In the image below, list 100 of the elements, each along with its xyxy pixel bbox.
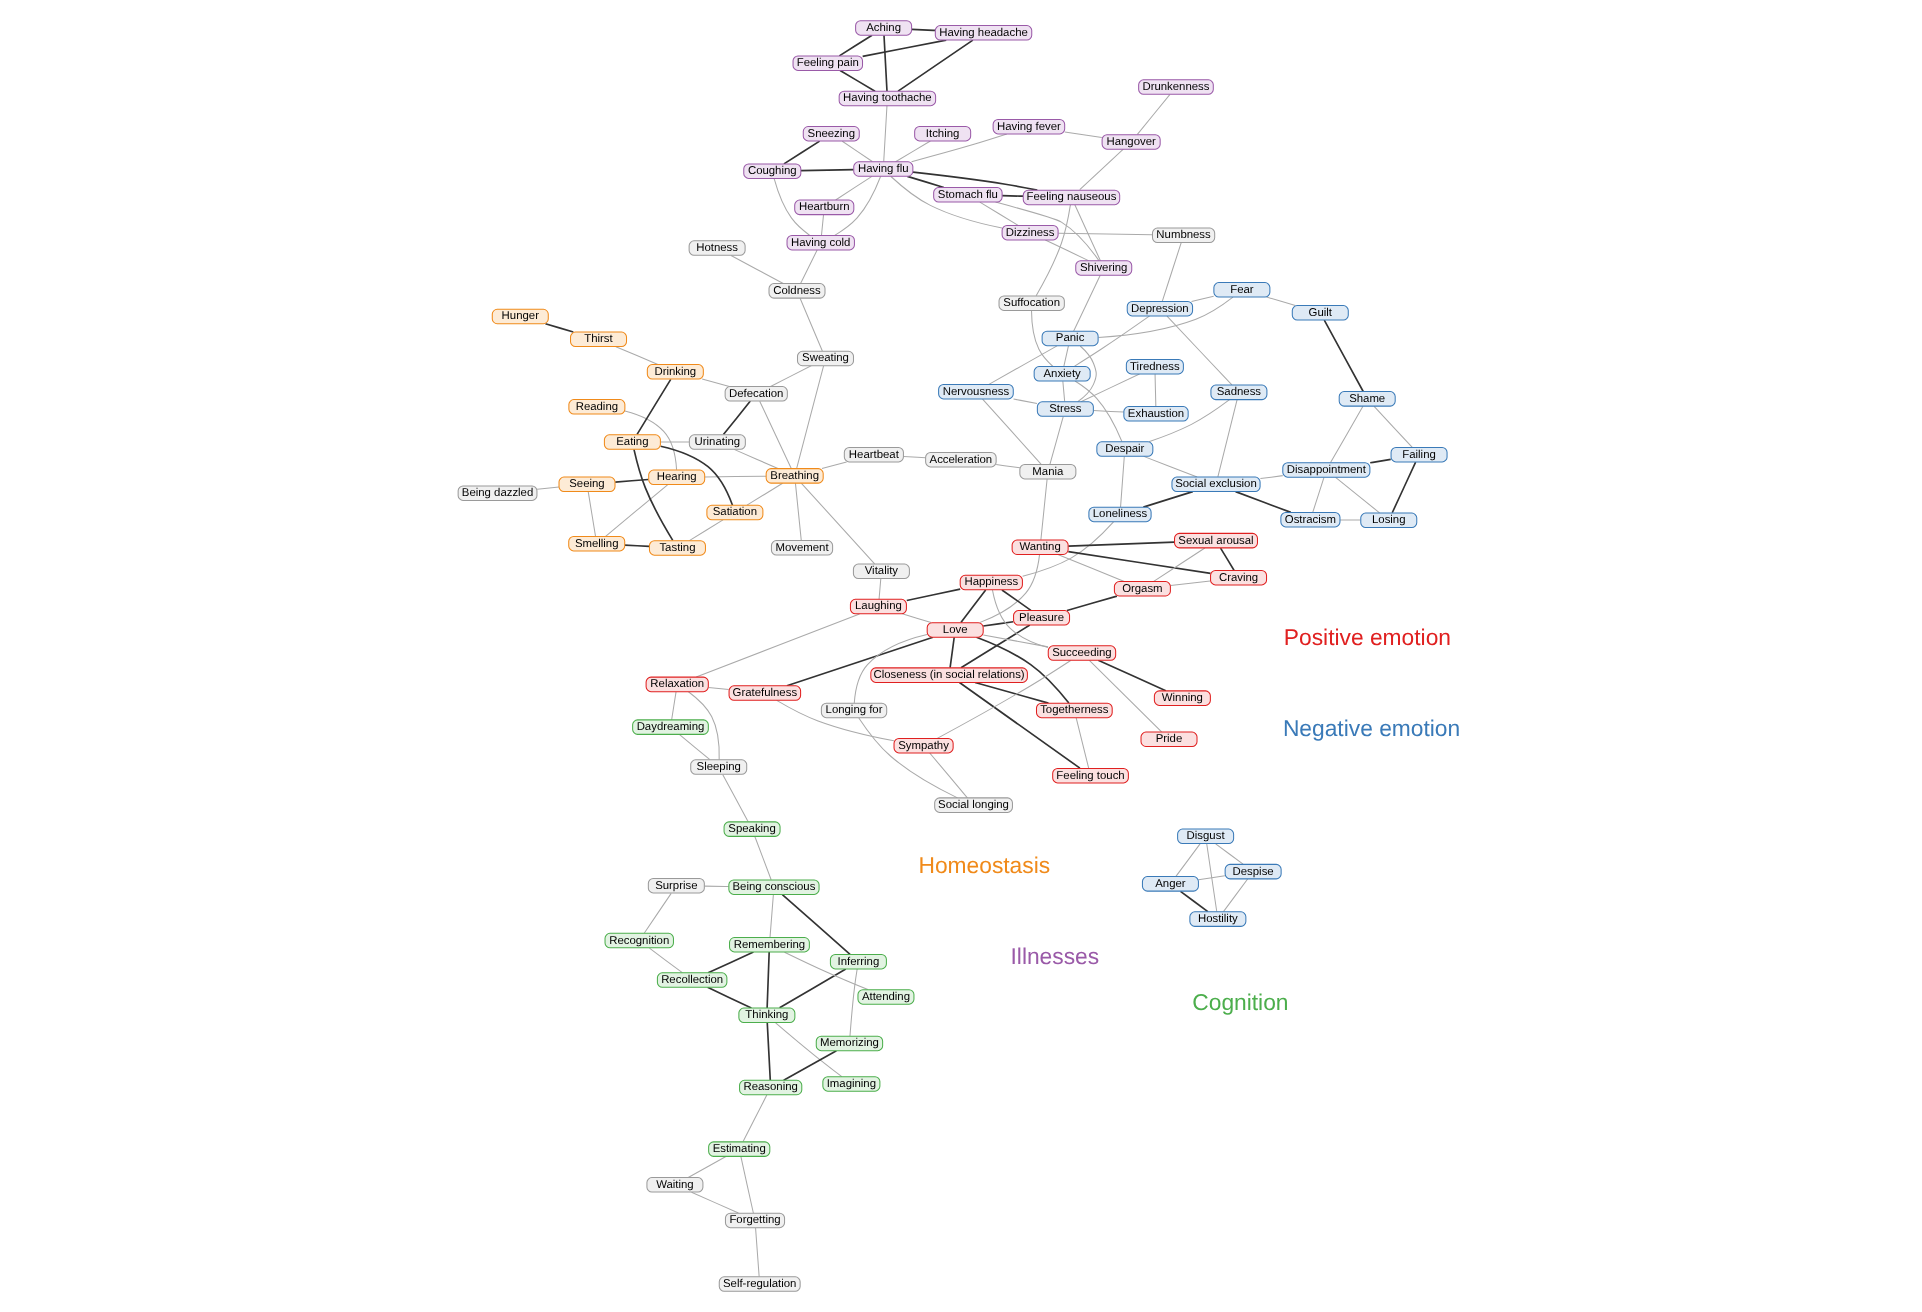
connector	[1073, 274, 1101, 332]
connector	[929, 752, 968, 799]
connector	[1093, 410, 1125, 413]
connector	[905, 588, 961, 602]
connector	[1079, 148, 1124, 191]
connector	[759, 400, 792, 470]
connector	[770, 365, 812, 387]
connector	[659, 445, 734, 507]
connector	[722, 774, 749, 823]
connector	[1142, 490, 1194, 508]
connector	[903, 455, 926, 459]
connector	[878, 578, 882, 600]
connector	[615, 346, 659, 365]
connector	[706, 986, 753, 1009]
connector	[1391, 461, 1417, 514]
connector	[794, 482, 802, 541]
connector	[1057, 554, 1125, 582]
connector	[841, 140, 873, 163]
connector	[1057, 232, 1153, 236]
connector	[1339, 519, 1361, 521]
connector	[975, 636, 1070, 704]
connector	[643, 892, 672, 934]
connector	[835, 175, 873, 201]
connector	[1044, 239, 1089, 262]
connector	[1120, 455, 1125, 508]
connector	[1049, 416, 1064, 465]
connector	[839, 69, 876, 92]
connector	[1074, 204, 1101, 262]
connector	[1259, 475, 1284, 480]
connector	[678, 733, 711, 761]
connector	[1073, 315, 1151, 367]
connector	[974, 681, 1050, 704]
connector	[782, 1049, 838, 1082]
connector	[708, 686, 730, 690]
connector	[936, 660, 1072, 739]
label: Negative emotion	[1282, 718, 1461, 743]
connector	[800, 168, 855, 172]
connector	[991, 589, 1049, 649]
connector	[1234, 490, 1292, 514]
connector	[1075, 717, 1090, 769]
connector	[800, 482, 876, 565]
connector	[1148, 399, 1231, 443]
connector	[982, 634, 1049, 648]
connector	[1040, 478, 1048, 541]
connector	[1067, 550, 1212, 575]
connector	[995, 464, 1021, 469]
connector	[1001, 194, 1024, 197]
connector	[746, 482, 784, 506]
label: Homeostasis	[918, 855, 1051, 880]
connector	[704, 885, 730, 887]
connector	[1191, 295, 1215, 302]
connector	[1330, 405, 1364, 464]
connector	[766, 1021, 772, 1081]
connector	[1022, 521, 1115, 577]
connector	[778, 968, 847, 1009]
connector	[1035, 204, 1071, 297]
connector	[1179, 890, 1209, 913]
connector	[838, 34, 873, 57]
connector	[1063, 345, 1069, 367]
connector	[636, 378, 672, 436]
label: Positive emotion	[1283, 626, 1452, 651]
connector	[740, 1155, 754, 1214]
connector	[883, 34, 888, 92]
connector	[861, 39, 948, 58]
connector	[849, 968, 858, 1037]
connector	[691, 1191, 739, 1214]
connector	[587, 491, 597, 537]
connector	[695, 613, 861, 678]
connector	[1154, 373, 1157, 407]
connector	[911, 28, 936, 32]
connector	[766, 951, 770, 1009]
connector	[1143, 455, 1198, 478]
connector	[755, 1227, 760, 1278]
connector	[536, 486, 560, 490]
connector	[1067, 541, 1176, 548]
connector	[648, 947, 683, 974]
connector	[1312, 476, 1325, 513]
connector	[623, 544, 651, 548]
connector	[1175, 843, 1201, 877]
connector	[781, 893, 851, 956]
connector	[1064, 131, 1103, 139]
connector	[911, 133, 1008, 163]
connector	[1062, 380, 1066, 403]
connector	[704, 475, 767, 478]
connector	[979, 554, 1041, 624]
connector	[1080, 373, 1140, 403]
connector	[949, 636, 956, 669]
connector	[722, 400, 752, 436]
label: Cognition	[1192, 991, 1289, 1016]
connector	[1206, 843, 1218, 913]
connector	[820, 214, 825, 236]
connector	[897, 39, 974, 92]
connector	[1136, 94, 1171, 135]
connector	[671, 691, 677, 721]
connector	[958, 681, 1081, 769]
connector	[1066, 595, 1118, 612]
connector	[982, 398, 1042, 465]
connector	[687, 1156, 727, 1178]
connector	[544, 323, 575, 333]
connector	[614, 478, 650, 483]
